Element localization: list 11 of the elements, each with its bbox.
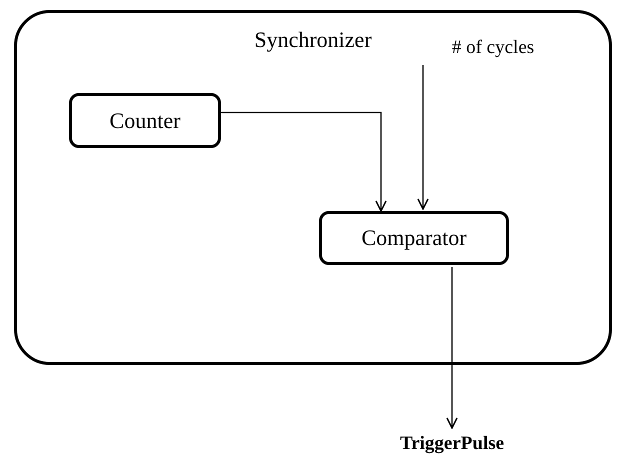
- box-title: Synchronizer: [254, 27, 372, 53]
- box-label: Counter: [110, 108, 180, 134]
- synchronizer-box: [14, 10, 612, 365]
- arrow: [446, 267, 458, 429]
- counter-box: [69, 93, 221, 148]
- arrow: [221, 112, 387, 212]
- arrow: [417, 65, 429, 210]
- comparator-box: [319, 211, 509, 265]
- cycles-label: # of cycles: [452, 37, 534, 59]
- box-label: Comparator: [361, 225, 467, 251]
- trigger-pulse-label: TriggerPulse: [400, 433, 504, 455]
